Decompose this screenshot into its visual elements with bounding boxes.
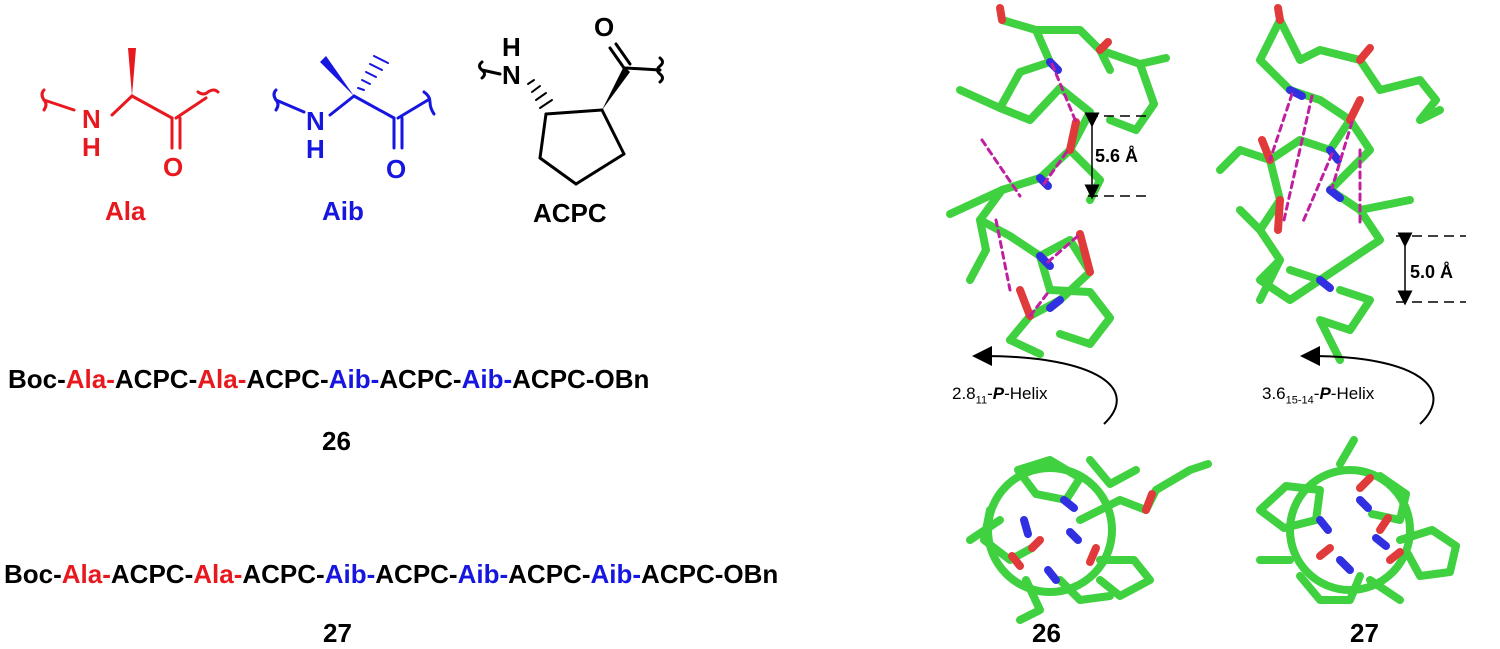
aib-o-atom: O <box>386 154 406 184</box>
ala-label: Ala <box>105 196 146 226</box>
ala-bond <box>110 94 134 117</box>
structure-26-top-view <box>966 456 1212 624</box>
compound-number-26: 26 <box>322 426 351 456</box>
structure-27-side-view <box>1216 4 1444 364</box>
acpc-ring <box>544 108 604 116</box>
aib-structure <box>272 55 436 150</box>
residue-structures: N H O N H O <box>40 12 664 186</box>
acpc-structure <box>478 42 664 186</box>
sequence-segment: Aib- <box>457 559 509 589</box>
aib-bond <box>274 98 306 114</box>
distance-marker-26 <box>1084 112 1152 200</box>
acpc-label: ACPC <box>533 198 607 228</box>
sequence-26: Boc-Ala-ACPC-Ala-ACPC-Aib-ACPC-Aib-ACPC-… <box>8 364 649 395</box>
sequence-segment: ACPC- <box>375 559 458 589</box>
acpc-hash <box>527 79 553 109</box>
ala-o-atom: O <box>163 152 183 182</box>
acpc-o-atom: O <box>594 12 614 42</box>
sequence-segment: ACPC-OBn <box>641 559 779 589</box>
sequence-segment: ACPC- <box>379 364 462 394</box>
acpc-n-atom: N <box>502 60 521 90</box>
acpc-carbonyl <box>614 42 632 66</box>
aib-hash <box>357 55 389 91</box>
helix-27-sub: 15-14 <box>1285 394 1314 407</box>
aib-label: Aib <box>322 196 364 226</box>
aib-h-atom: H <box>306 134 325 164</box>
helix-26-rest: -Helix <box>1004 384 1048 403</box>
helix-label-26: 2.811-P-Helix <box>952 384 1048 406</box>
helix-arrow-27 <box>1300 346 1435 425</box>
helix-27-main: 3.6 <box>1262 384 1286 403</box>
ala-wavy-right <box>196 88 220 96</box>
structure-label-26: 26 <box>1032 618 1061 648</box>
compound-number-27: 27 <box>323 618 352 648</box>
helix-label-27: 3.615-14-P-Helix <box>1262 384 1374 406</box>
helix-27-p: P <box>1319 384 1331 403</box>
helix-27-rest: -Helix <box>1330 384 1375 403</box>
sequence-segment: Aib- <box>461 364 513 394</box>
ala-n-atom: N <box>82 104 101 134</box>
distance-label-26: 5.6 Å <box>1095 146 1139 166</box>
ala-bond <box>174 96 208 120</box>
helix-26-dash: - <box>987 384 993 403</box>
sequence-segment: Boc- <box>4 559 62 589</box>
ala-bond <box>130 94 174 120</box>
crystal-structures <box>946 4 1466 624</box>
ala-bond <box>42 98 76 112</box>
sequence-segment: Ala- <box>61 559 111 589</box>
sequence-segment: ACPC-OBn <box>512 364 650 394</box>
structure-label-27: 27 <box>1350 618 1379 648</box>
distance-label-27: 5.0 Å <box>1410 262 1454 282</box>
distance-marker-27 <box>1396 232 1466 306</box>
helix-26-p: P <box>992 384 1005 403</box>
sequence-segment: Ala- <box>65 364 115 394</box>
aib-wavy-right <box>422 90 436 116</box>
aib-bond <box>328 94 356 117</box>
structure-27-top-view <box>1256 436 1460 604</box>
sequence-segment: ACPC- <box>246 364 329 394</box>
acpc-ring <box>538 112 548 160</box>
aib-n-atom: N <box>306 106 325 136</box>
sequence-segment: Ala- <box>193 559 243 589</box>
acpc-ring <box>574 152 626 186</box>
sequence-segment: Boc- <box>8 364 66 394</box>
ala-wedge <box>128 48 136 96</box>
helix-26-main: 2.8 <box>952 384 976 403</box>
helix-26-sub: 11 <box>975 394 988 407</box>
sequence-segment: ACPC- <box>508 559 591 589</box>
acpc-ring <box>538 156 578 186</box>
aib-bond <box>352 94 396 120</box>
acpc-h-atom: H <box>502 32 521 62</box>
structure-26-side-view <box>946 4 1170 358</box>
sequence-segment: Aib- <box>590 559 642 589</box>
aib-wedge <box>320 56 354 96</box>
sequence-segment: Aib- <box>324 559 376 589</box>
sequence-segment: ACPC- <box>242 559 325 589</box>
sequence-segment: Ala- <box>197 364 247 394</box>
helix-27-dash: - <box>1313 384 1320 403</box>
acpc-bond <box>624 66 662 72</box>
acpc-wedge <box>602 66 630 110</box>
aib-bond <box>396 98 430 120</box>
acpc-wavy-right <box>656 56 664 84</box>
sequence-segment: Aib- <box>328 364 380 394</box>
ala-h-atom: H <box>82 132 101 162</box>
ala-structure <box>40 48 220 150</box>
sequence-27: Boc-Ala-ACPC-Ala-ACPC-Aib-ACPC-Aib-ACPC-… <box>4 559 778 590</box>
acpc-carbonyl <box>608 46 626 70</box>
sequence-segment: ACPC- <box>110 559 194 589</box>
acpc-ring <box>600 108 626 156</box>
acpc-bond <box>480 68 502 76</box>
sequence-segment: ACPC- <box>114 364 198 394</box>
helix-arrow-26 <box>972 346 1118 425</box>
